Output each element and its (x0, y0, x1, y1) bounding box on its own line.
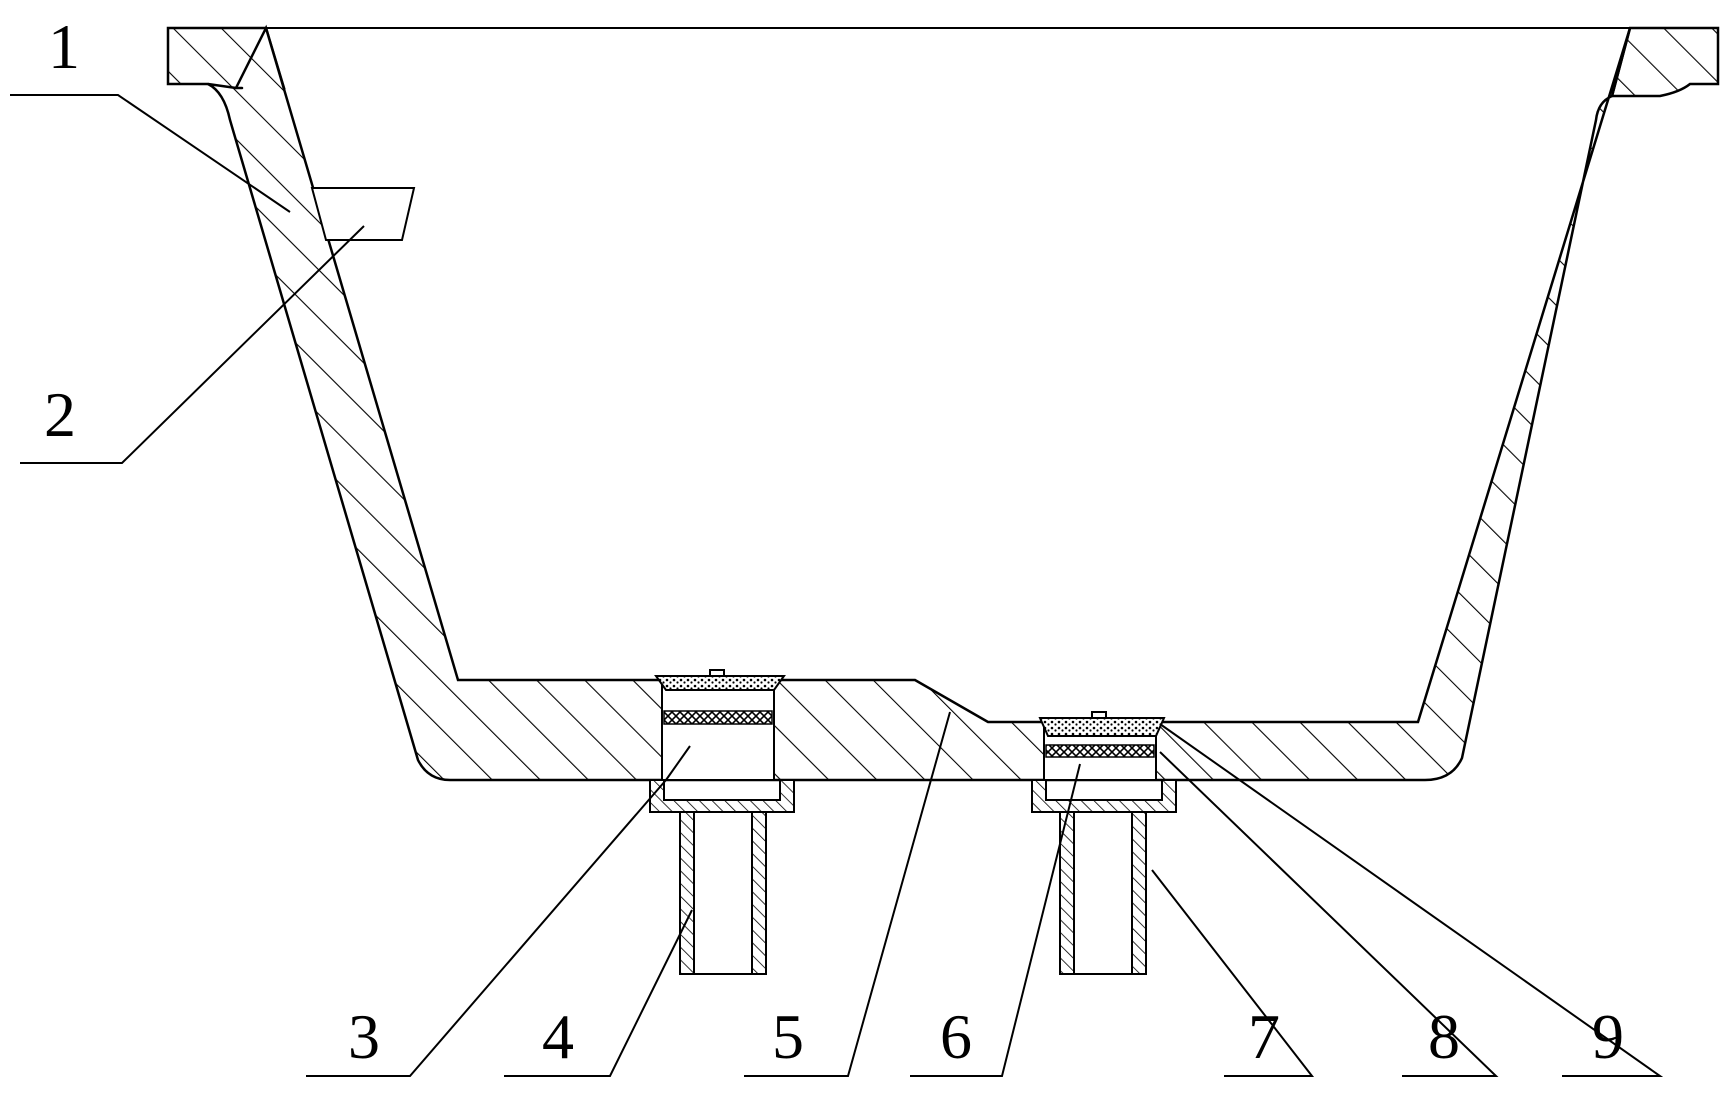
leader-5 (744, 711, 951, 1077)
leader-2 (20, 225, 365, 464)
leader-6 (910, 763, 1081, 1077)
left-pipe-wall-right (751, 811, 767, 975)
right-seat (1031, 779, 1177, 813)
left-plug-block (661, 679, 775, 781)
label-5: 5 (772, 1001, 804, 1072)
label-2: 2 (44, 379, 76, 450)
right-plug-top-porous (1038, 717, 1166, 737)
label-7: 7 (1248, 1001, 1280, 1072)
label-1: 1 (48, 11, 80, 82)
leader-4 (504, 909, 693, 1077)
left-pipe-wall-left (679, 811, 695, 975)
right-pipe-wall-right (1131, 811, 1147, 975)
leader-3 (306, 745, 691, 1077)
right-plug-cap (1091, 711, 1107, 719)
leader-7 (1151, 869, 1315, 1077)
left-plug-top-porous (654, 675, 786, 691)
right-flange (1610, 26, 1720, 98)
left-plug-cap (709, 669, 725, 677)
label-4: 4 (542, 1001, 574, 1072)
label-9: 9 (1592, 1001, 1624, 1072)
label-6: 6 (940, 1001, 972, 1072)
right-plug-mesh (1045, 744, 1155, 758)
left-plug-mesh (663, 710, 773, 725)
bracket-part-2 (310, 187, 416, 241)
label-3: 3 (348, 1001, 380, 1072)
leader-1 (10, 94, 291, 213)
label-8: 8 (1428, 1001, 1460, 1072)
ladle-shell (207, 24, 1632, 782)
leader-8 (1159, 751, 1499, 1077)
left-seat (649, 779, 795, 813)
leader-9 (1159, 723, 1664, 1077)
